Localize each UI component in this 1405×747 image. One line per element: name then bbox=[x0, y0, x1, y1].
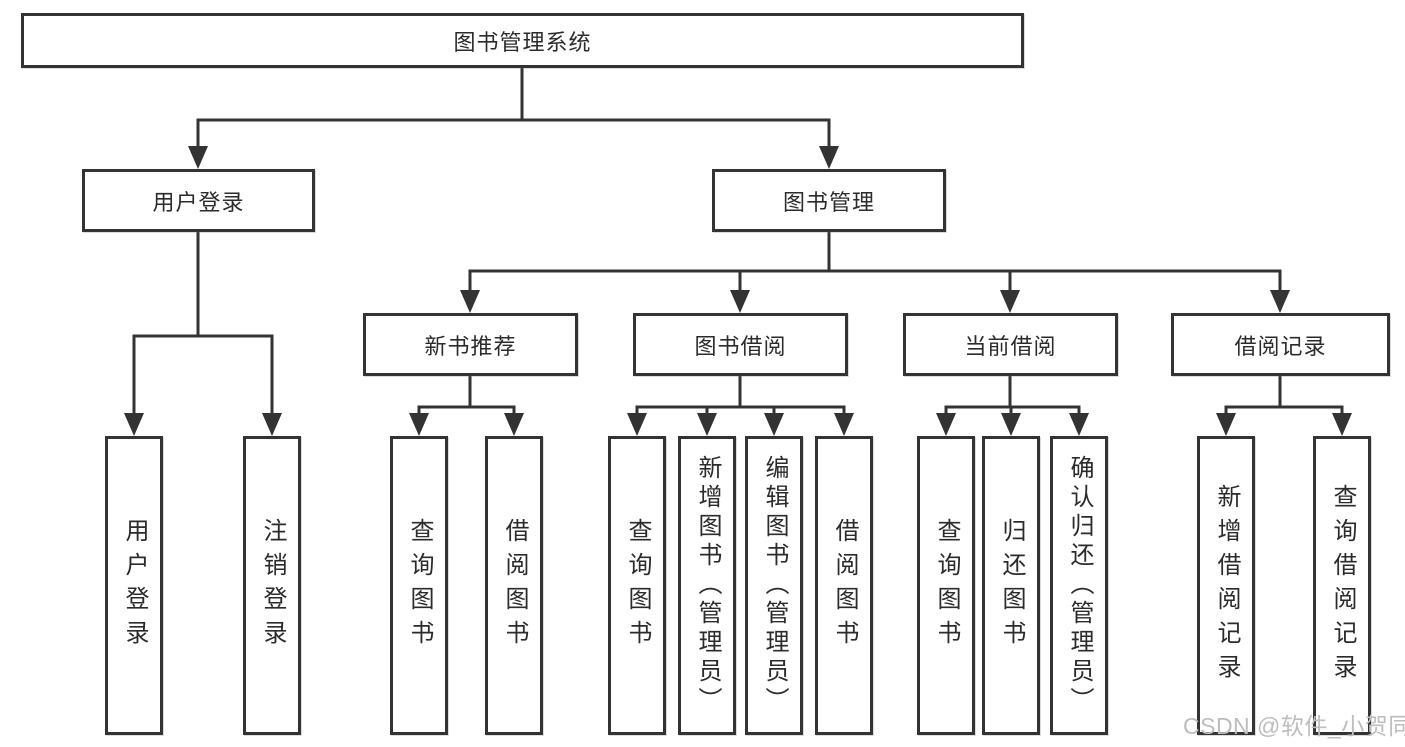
node-borrow-records: 借阅记录 bbox=[1171, 313, 1390, 376]
node-label: 编辑图书（管理员） bbox=[761, 455, 788, 716]
leaf-borrow-book-1: 借阅图书 bbox=[485, 436, 543, 735]
node-label: 图书管理系统 bbox=[453, 29, 592, 55]
arrow-down-icon bbox=[819, 146, 839, 169]
leaf-query-book-2: 查询图书 bbox=[608, 436, 666, 735]
node-label: 查询图书 bbox=[406, 517, 433, 654]
arrow-down-icon bbox=[764, 413, 784, 436]
leaf-confirm-return-admin: 确认归还（管理员） bbox=[1050, 436, 1108, 735]
node-current-borrow: 当前借阅 bbox=[903, 313, 1118, 376]
arrow-down-icon bbox=[1332, 413, 1352, 436]
node-new-book-recommend: 新书推荐 bbox=[363, 313, 578, 376]
leaf-return-book: 归还图书 bbox=[982, 436, 1040, 735]
node-label: 借阅图书 bbox=[501, 517, 528, 654]
node-label: 查询图书 bbox=[933, 517, 960, 654]
node-book-management: 图书管理 bbox=[712, 169, 946, 232]
leaf-logout: 注销登录 bbox=[243, 436, 301, 735]
arrow-down-icon bbox=[504, 413, 524, 436]
arrow-down-icon bbox=[188, 146, 208, 169]
node-label: 确认归还（管理员） bbox=[1066, 455, 1093, 716]
arrow-down-icon bbox=[1270, 290, 1290, 313]
node-label: 新书推荐 bbox=[424, 333, 517, 359]
node-label: 借阅记录 bbox=[1234, 333, 1327, 359]
arrow-down-icon bbox=[409, 413, 429, 436]
arrow-down-icon bbox=[697, 413, 717, 436]
node-label: 当前借阅 bbox=[964, 333, 1057, 359]
leaf-add-book-admin: 新增图书（管理员） bbox=[678, 436, 736, 735]
arrow-down-icon bbox=[1001, 413, 1021, 436]
node-label: 新增图书（管理员） bbox=[694, 455, 721, 716]
node-label: 注销登录 bbox=[259, 517, 286, 654]
leaf-user-login: 用户登录 bbox=[105, 436, 163, 735]
node-label: 用户登录 bbox=[121, 517, 148, 654]
node-label: 图书借阅 bbox=[694, 333, 787, 359]
arrow-down-icon bbox=[124, 413, 144, 436]
node-label: 用户登录 bbox=[152, 189, 245, 215]
arrow-down-icon bbox=[1216, 413, 1236, 436]
leaf-add-borrow-record: 新增借阅记录 bbox=[1197, 436, 1255, 735]
arrow-down-icon bbox=[936, 413, 956, 436]
node-label: 借阅图书 bbox=[831, 517, 858, 654]
node-label: 图书管理 bbox=[782, 189, 875, 215]
node-label: 归还图书 bbox=[998, 517, 1025, 654]
arrow-down-icon bbox=[627, 413, 647, 436]
leaf-borrow-book-2: 借阅图书 bbox=[815, 436, 873, 735]
arrow-down-icon bbox=[1000, 290, 1020, 313]
csdn-watermark: CSDN @软件_小贺同学 bbox=[1183, 713, 1405, 739]
arrow-down-icon bbox=[262, 413, 282, 436]
arrow-down-icon bbox=[834, 413, 854, 436]
leaf-query-borrow-record: 查询借阅记录 bbox=[1313, 436, 1371, 735]
arrow-down-icon bbox=[460, 290, 480, 313]
arrow-down-icon bbox=[1069, 413, 1089, 436]
node-label: 查询借阅记录 bbox=[1329, 483, 1356, 688]
node-label: 新增借阅记录 bbox=[1213, 483, 1240, 688]
leaf-edit-book-admin: 编辑图书（管理员） bbox=[745, 436, 803, 735]
node-label: 查询图书 bbox=[624, 517, 651, 654]
node-user-login: 用户登录 bbox=[82, 169, 315, 232]
node-book-borrow: 图书借阅 bbox=[633, 313, 848, 376]
arrow-down-icon bbox=[730, 290, 750, 313]
leaf-query-book-3: 查询图书 bbox=[917, 436, 975, 735]
node-library-system: 图书管理系统 bbox=[21, 13, 1024, 68]
leaf-query-book-1: 查询图书 bbox=[390, 436, 448, 735]
